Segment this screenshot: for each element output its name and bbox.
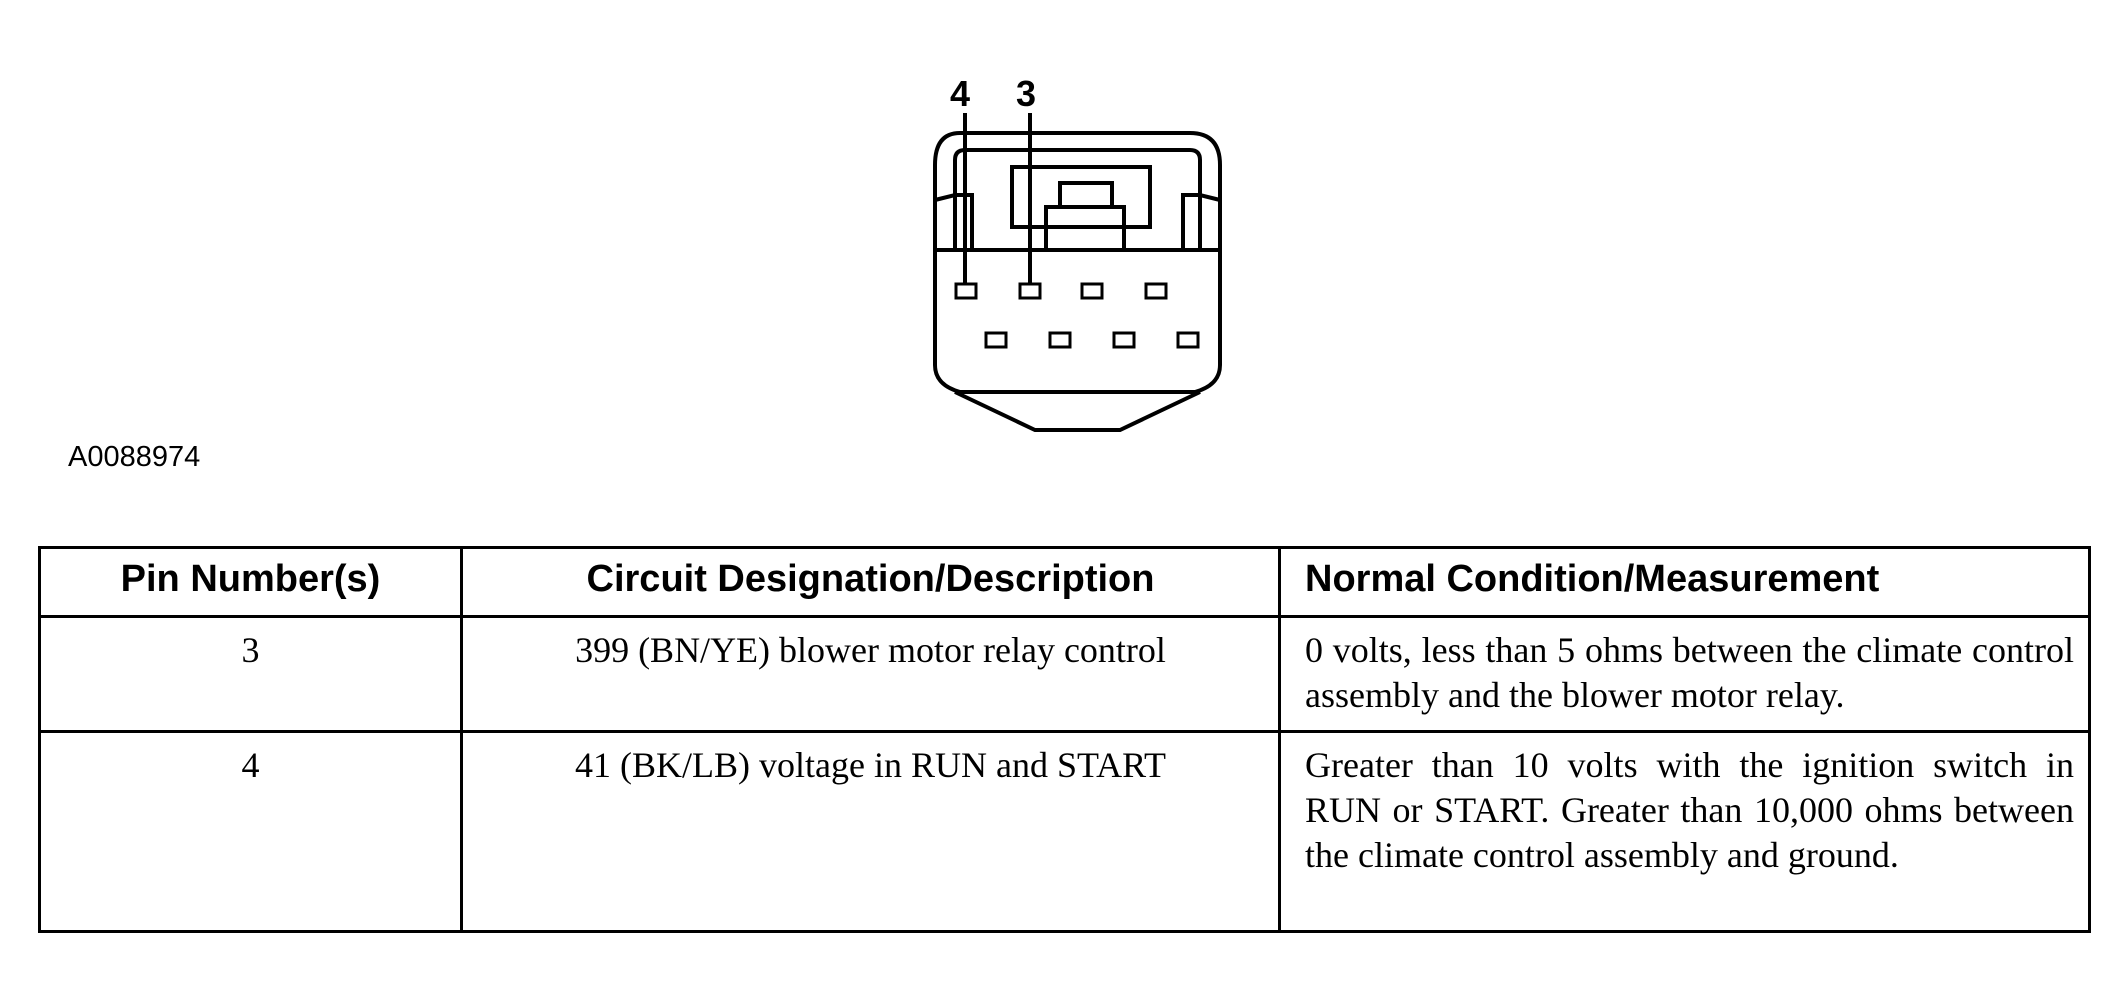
terminal-2 [1080,282,1104,300]
cell-pin: 3 [38,615,463,733]
cell-condition: Greater than 10 volts with the ignition … [1278,730,2091,933]
cell-circuit: 41 (BK/LB) voltage in RUN and START [460,730,1281,933]
table-row: 4 41 (BK/LB) voltage in RUN and START Gr… [38,730,2091,933]
terminal-1 [1144,282,1168,300]
header-circuit: Circuit Designation/Description [460,546,1281,618]
cell-circuit: 399 (BN/YE) blower motor relay control [460,615,1281,733]
pin-table: Pin Number(s) Circuit Designation/Descri… [38,546,2091,933]
table-header-row: Pin Number(s) Circuit Designation/Descri… [38,546,2091,618]
terminal-row-bottom [984,331,1200,349]
cell-pin: 4 [38,730,463,933]
terminal-row-top [954,282,1168,300]
terminal-6 [1112,331,1136,349]
connector-diagram: 4 3 [933,73,1222,432]
connector-body [933,131,1222,432]
terminal-8 [984,331,1008,349]
pin-label-3: 3 [1016,73,1036,114]
pin-label-4: 4 [950,73,970,114]
figure-id: A0088974 [68,441,201,473]
pin-callout-lines [963,113,1032,283]
header-condition: Normal Condition/Measurement [1278,546,2091,618]
table-row: 3 399 (BN/YE) blower motor relay control… [38,615,2091,733]
header-pin: Pin Number(s) [38,546,463,618]
terminal-7 [1048,331,1072,349]
terminal-5 [1176,331,1200,349]
cell-condition: 0 volts, less than 5 ohms between the cl… [1278,615,2091,733]
terminal-3 [1018,282,1042,300]
terminal-4 [954,282,978,300]
